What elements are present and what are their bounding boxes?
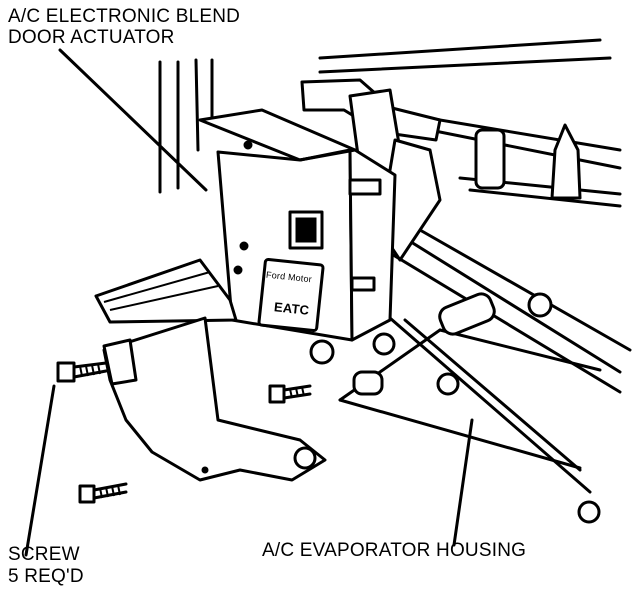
- leader-lines: [24, 48, 474, 557]
- actuator-label-line1: A/C ELECTRONIC BLEND: [8, 6, 241, 27]
- evaporator-housing-label: A/C EVAPORATOR HOUSING: [262, 540, 527, 561]
- screw-label-line1: SCREW: [8, 544, 80, 565]
- mounting-bracket: [102, 316, 327, 482]
- screws: [56, 332, 396, 504]
- actuator-body: [198, 108, 397, 342]
- lower-plate: [94, 258, 238, 324]
- connectors: [474, 123, 582, 200]
- screw-label-line2: 5 REQ'D: [8, 566, 84, 587]
- duct-panels: [158, 58, 214, 194]
- actuator-label-line2: DOOR ACTUATOR: [8, 27, 175, 48]
- evaporator-housing: [338, 290, 602, 524]
